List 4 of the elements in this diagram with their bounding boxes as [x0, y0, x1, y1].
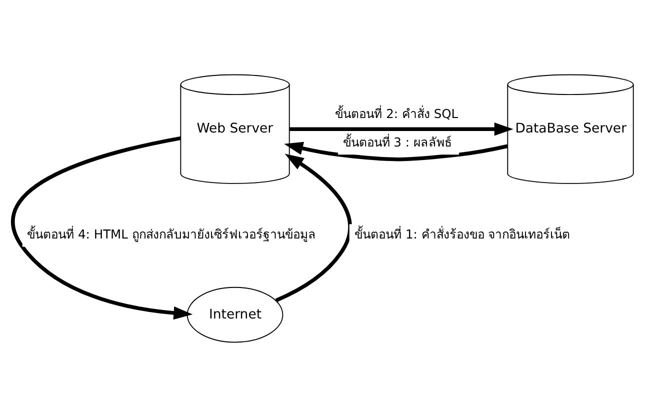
edge-label: ขั้นตอนที่ 1: คำสั่งร้องขอ จากอินเทอร์เน็ต: [354, 228, 570, 242]
edge-label: ขั้นตอนที่ 2: คำสั่ง SQL: [335, 107, 458, 122]
edge-label: ขั้นตอนที่ 3 : ผลลัพธ์: [342, 136, 452, 150]
edge-label: ขั้นตอนที่ 4: HTML ถูกส่งกลับมายังเซิร์ฟเวอร์ฐานข้อมูล: [27, 228, 316, 242]
